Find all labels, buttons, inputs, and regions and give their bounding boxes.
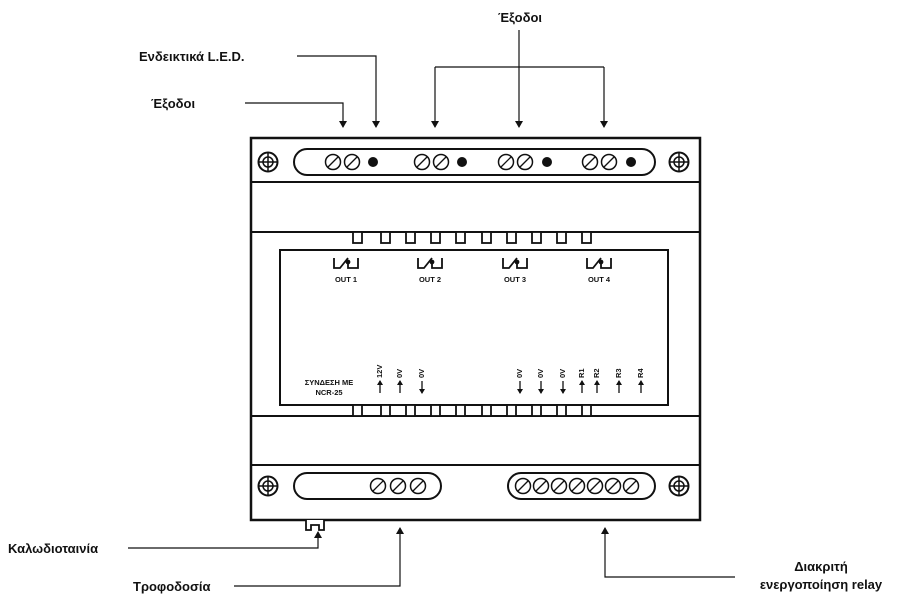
pin-arrowhead-icon [377,380,383,385]
relay-symbol-icon [333,257,359,269]
device-housing [249,136,702,522]
pin-label: R4 [636,368,645,378]
pin-arrowhead-icon [538,389,544,394]
pin-label: 0V [536,369,545,378]
screw-icon [668,151,690,173]
pin-label: 0V [515,369,524,378]
bottom-terminal-strip-relay [507,472,656,500]
pin-labels-left: 12V 0V 0V [375,365,426,378]
pin-arrowhead-icon [638,380,644,385]
pin-label: R1 [577,368,586,378]
callout-power-supply: Τροφοδοσία [133,579,211,594]
screw-icon [257,475,279,497]
pin-direction-arrows [377,380,644,394]
screw-icon [668,475,690,497]
pin-labels-right: 0V 0V 0V R1 R2 R3 R4 [515,368,645,378]
connection-label-line-1: ΣΥΝΔΕΣΗ ΜΕ [305,378,354,387]
pin-arrowhead-icon [594,380,600,385]
pin-arrowhead-icon [397,380,403,385]
pin-arrowhead-icon [419,389,425,394]
pin-label: 0V [558,369,567,378]
bottom-terminal-strip-power [293,472,442,500]
relay-label-out-2: OUT 2 [419,275,441,284]
pin-label: 0V [417,369,426,378]
relay-label-out-4: OUT 4 [588,275,611,284]
connection-label-line-2: NCR-25 [315,388,342,397]
pin-arrowhead-icon [579,380,585,385]
pin-arrowhead-icon [616,380,622,385]
callout-leds: Ενδεικτικά L.E.D. [139,49,245,64]
screw-icon [257,151,279,173]
led-3-icon [542,157,552,167]
top-connector-slots [352,231,592,244]
callout-leaders [128,30,735,587]
callout-outputs-left: Έξοδοι [151,96,195,111]
led-2-icon [457,157,467,167]
led-1-icon [368,157,378,167]
callout-outputs-top: Έξοδοι [498,10,542,25]
callout-relay-line-1: Διακριτή [794,559,848,574]
relay-symbol-icon [417,257,443,269]
pin-label: 12V [375,365,384,378]
pin-label: R3 [614,368,623,378]
callout-ribbon-cable: Καλωδιοταινία [8,541,98,556]
relay-label-out-1: OUT 1 [335,275,357,284]
bottom-connector-slots [352,404,592,417]
pin-label: R2 [592,368,601,378]
led-4-icon [626,157,636,167]
relay-symbol-icon [586,257,612,269]
top-terminal-strip [293,148,656,176]
pin-arrowhead-icon [517,389,523,394]
pin-label: 0V [395,369,404,378]
relay-symbol-icon [502,257,528,269]
relay-label-out-3: OUT 3 [504,275,526,284]
ribbon-connector-icon [305,520,325,531]
pin-arrowhead-icon [560,389,566,394]
callout-relay-line-2: ενεργοποίηση relay [760,577,883,592]
